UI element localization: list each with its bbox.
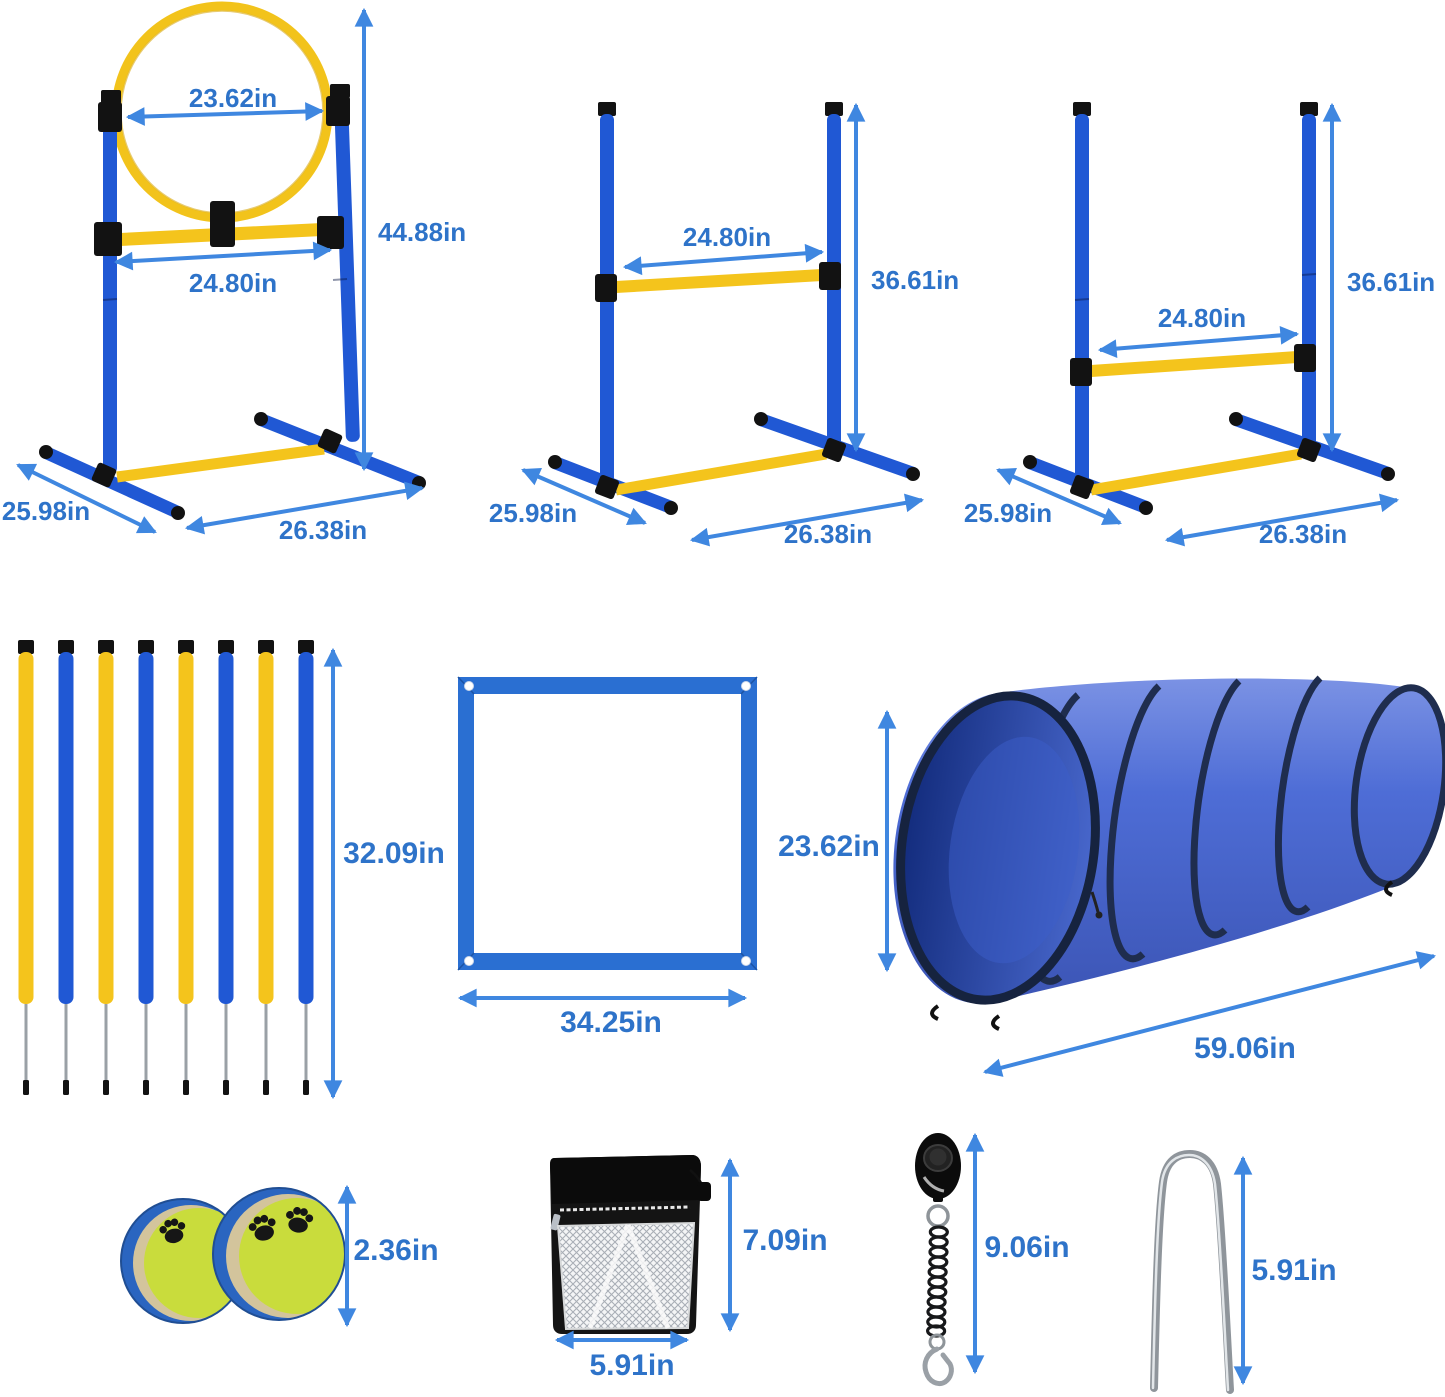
low-jump-base-depth-arrow [996, 468, 1122, 525]
drawstring-toggle [697, 1182, 711, 1201]
high-jump-figure: 24.80in 36.61in 25.98in 26.38in [489, 60, 959, 549]
hoop-diameter-arrow [125, 102, 325, 126]
training-clicker [915, 1133, 961, 1387]
low-jump-bar-width-arrow [1097, 326, 1300, 358]
high-jump-height-label: 36.61in [871, 265, 959, 295]
tunnel-length-arrow [982, 951, 1437, 1077]
tunnel-entrance [896, 691, 1103, 1005]
tunnel-diameter-label: 23.62in [778, 830, 880, 863]
hoop-jump-crossbar [94, 201, 344, 256]
hoop-jump-bar-width-label: 24.80in [189, 268, 277, 298]
low-jump-base-width-label: 26.38in [1259, 519, 1347, 549]
low-jump-height-label: 36.61in [1347, 267, 1435, 297]
pause-box-width-label: 34.25in [560, 1006, 662, 1039]
high-jump-bar-width-label: 24.80in [683, 222, 771, 252]
tunnel-length-label: 59.06in [1194, 1032, 1296, 1065]
weave-pole-8 [296, 638, 316, 1097]
low-jump-figure: 24.80in 36.61in 25.98in 26.38in [964, 60, 1435, 549]
weave-poles-figure: 32.09in [16, 638, 445, 1100]
mesh-pocket [556, 1221, 696, 1331]
hoop-jump-base-width-arrow [184, 481, 425, 535]
weave-pole-2 [56, 638, 76, 1097]
tennis-ball-front [212, 1187, 346, 1321]
key-ring [926, 1204, 950, 1228]
weave-poles [16, 638, 316, 1097]
hoop-jump-base-depth-label: 25.98in [2, 496, 90, 526]
low-jump-base-depth-label: 25.98in [964, 498, 1052, 528]
treat-bag [550, 1155, 711, 1334]
high-jump-crossbar [595, 262, 841, 302]
high-jump-bar-width-arrow [622, 243, 825, 276]
treat-bag-height-label: 7.09in [742, 1224, 827, 1257]
tennis-balls-figure: 2.36in [120, 1184, 439, 1328]
high-jump-frame [548, 102, 920, 515]
hoop-jump-poles [98, 84, 360, 474]
stake-height-label: 5.91in [1251, 1254, 1336, 1287]
pause-box-figure: 34.25in [457, 676, 758, 1039]
low-jump-crossbar [1070, 344, 1316, 386]
weave-pole-4 [136, 638, 156, 1097]
weave-pole-5 [176, 638, 196, 1097]
hoop-jump-height-label: 44.88in [378, 217, 466, 247]
ground-stake-figure: 5.91in [1150, 1149, 1337, 1394]
ball-diameter-label: 2.36in [353, 1234, 438, 1267]
coil-lanyard [926, 1225, 949, 1338]
clicker-button [929, 1148, 947, 1166]
hoop-jump-base-depth-arrow [16, 463, 157, 534]
weave-pole-3 [96, 638, 116, 1097]
high-jump-base-width-arrow [689, 493, 925, 547]
high-jump-base-width-label: 26.38in [784, 519, 872, 549]
clicker-figure: 9.06in [915, 1132, 1070, 1387]
ground-stake [1150, 1149, 1234, 1394]
snap-hook [922, 1346, 954, 1387]
zipper [559, 1205, 691, 1212]
low-jump-bar-width-label: 24.80in [1158, 303, 1246, 333]
weave-pole-7 [256, 638, 276, 1097]
high-jump-base-depth-arrow [521, 468, 647, 525]
clicker-height-label: 9.06in [984, 1231, 1069, 1264]
treat-bag-width-label: 5.91in [589, 1349, 674, 1382]
hoop-jump-figure: 23.62in 44.88in 24.80in 25.98in 26.38in [2, 1, 466, 545]
hoop-diameter-label: 23.62in [189, 83, 277, 113]
pause-box-frame [457, 676, 758, 971]
hoop-jump-base-width-label: 26.38in [279, 515, 367, 545]
weave-pole-6 [216, 638, 236, 1097]
treat-bag-figure: 7.09in 5.91in [550, 1155, 828, 1382]
high-jump-base-depth-label: 25.98in [489, 498, 577, 528]
hoop-jump-bar-width-arrow [113, 241, 333, 271]
weave-pole-1 [16, 638, 36, 1097]
low-jump-base-width-arrow [1164, 493, 1400, 547]
tunnel-figure: 23.62in 59.06in [778, 675, 1445, 1077]
weave-poles-height-label: 32.09in [343, 837, 445, 870]
